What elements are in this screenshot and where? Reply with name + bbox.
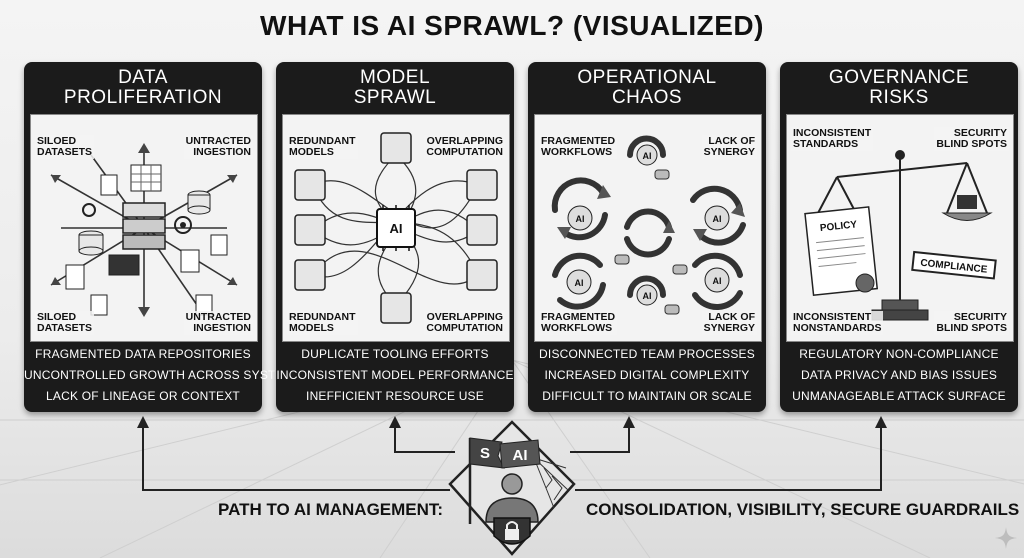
arrow-to-panel-1	[142, 426, 450, 491]
label-line: NONSTANDARDS	[793, 322, 882, 334]
panel-title: DATA PROLIFERATION	[24, 68, 262, 108]
label-inconsistent-standards: INCONSISTENT	[793, 127, 872, 139]
panel-bullets: FRAGMENTED DATA REPOSITORIES UNCONTROLLE…	[24, 344, 303, 407]
bullet-item: UNCONTROLLED GROWTH ACROSS SYSTEMS	[24, 368, 303, 382]
bullet-item: DUPLICATE TOOLING EFFORTS	[301, 347, 489, 361]
ai-shield-label: AI	[513, 447, 528, 464]
bullet-item: DATA PRIVACY AND BIAS ISSUES	[800, 368, 998, 382]
label-security-blind-spots: SECURITY	[953, 311, 1007, 323]
label-line: BLIND SPOTS	[936, 322, 1007, 334]
model-sprawl-illustration: AI REDUNDANT MODELS OVERLAPPING COMPUTAT…	[282, 114, 510, 342]
panel-title-line2: SPRAWL	[353, 87, 437, 108]
label-lack-of-synergy: LACK OF	[708, 311, 755, 323]
label-overlapping-computation: OVERLAPPING	[426, 135, 503, 147]
label-redundant-models: REDUNDANT	[289, 311, 356, 323]
arrow-to-panel-4	[575, 426, 882, 491]
label-line: INGESTION	[193, 322, 251, 334]
ai-shield-icon	[499, 439, 541, 469]
panel-title: OPERATIONAL CHAOS	[528, 68, 766, 108]
ai-cycle-label: AI	[643, 291, 652, 301]
ai-chip-label: AI	[390, 221, 403, 236]
panel-title-line1: MODEL	[359, 67, 431, 88]
scale-of-justice-icon: POLICY COMPLIANCE	[804, 150, 997, 321]
broken-cycles-icon: AI AI AI AI AI AI	[551, 135, 746, 315]
floor-grid	[0, 360, 1024, 558]
path-to-ai-management-value: CONSOLIDATION, VISIBILITY, SECURE GUARDR…	[586, 500, 1020, 519]
label-line: DATASETS	[37, 322, 93, 334]
label-line: MODELS	[289, 146, 334, 158]
sparkle-icon	[995, 527, 1017, 549]
arrow-to-panel-2	[394, 426, 455, 453]
ai-management-emblem: S AI	[448, 420, 576, 556]
panel-title: MODEL SPRAWL	[276, 68, 514, 108]
bullet-item: LACK OF LINEAGE OR CONTEXT	[46, 389, 240, 403]
label-line: MODELS	[289, 322, 334, 334]
panel-title-line1: GOVERNANCE	[828, 67, 970, 88]
operational-chaos-illustration: AI AI AI AI AI AI FRAGMENTED WORKFLOWS L…	[534, 114, 762, 342]
label-line: WORKFLOWS	[541, 322, 613, 334]
label-security-blind-spots: SECURITY	[953, 127, 1007, 139]
label-line: BLIND SPOTS	[936, 138, 1007, 150]
panel-title-line1: OPERATIONAL	[577, 67, 717, 88]
label-line: INGESTION	[193, 146, 251, 158]
label-inconsistent-nonstandards: INCONSISTENT	[793, 311, 872, 323]
panel-governance-risks: GOVERNANCE RISKS POLICY	[780, 62, 1018, 412]
label-untracted-ingestion: UNTRACTED	[185, 135, 251, 147]
panel-operational-chaos: OPERATIONAL CHAOS AI	[528, 62, 766, 412]
label-overlapping-computation: OVERLAPPING	[426, 311, 503, 323]
panel-model-sprawl: MODEL SPRAWL AI REDUNDAN	[276, 62, 514, 412]
ai-cycle-label: AI	[576, 214, 585, 224]
label-siloed-datasets: SILOED	[37, 311, 77, 323]
person-icon	[485, 473, 539, 523]
label-fragmented-workflows: FRAGMENTED	[541, 135, 616, 147]
panel-title: GOVERNANCE RISKS	[780, 68, 1018, 108]
bullet-item: REGULATORY NON-COMPLIANCE	[799, 347, 999, 361]
flag-letter: S	[480, 445, 490, 462]
panel-bullets: DISCONNECTED TEAM PROCESSES INCREASED DI…	[528, 344, 766, 407]
label-lack-of-synergy: LACK OF	[708, 135, 755, 147]
label-line: SYNERGY	[703, 322, 755, 334]
label-line: DATASETS	[37, 146, 93, 158]
label-line: SYNERGY	[703, 146, 755, 158]
label-line: STANDARDS	[793, 138, 859, 150]
label-untracted-ingestion: UNTRACTED	[185, 311, 251, 323]
governance-risks-illustration: POLICY COMPLIANCE INCONSISTENT STANDARDS…	[786, 114, 1014, 342]
panel-bullets: REGULATORY NON-COMPLIANCE DATA PRIVACY A…	[780, 344, 1018, 407]
data-proliferation-illustration: SILOED DATASETS UNTRACTED INGESTION SILO…	[30, 114, 258, 342]
path-to-ai-management-label: PATH TO AI MANAGEMENT:	[218, 500, 444, 519]
label-line: COMPUTATION	[426, 322, 503, 334]
ai-cycle-label: AI	[575, 278, 584, 288]
label-fragmented-workflows: FRAGMENTED	[541, 311, 616, 323]
bullet-item: DISCONNECTED TEAM PROCESSES	[539, 347, 755, 361]
arrow-to-panel-3	[570, 426, 630, 453]
bullet-item: INEFFICIENT RESOURCE USE	[306, 389, 484, 403]
ai-cycle-label: AI	[713, 214, 722, 224]
page-title: WHAT IS AI SPRAWL? (VISUALIZED)	[260, 10, 764, 41]
policy-document-label: POLICY	[819, 219, 858, 234]
panel-data-proliferation: DATA PROLIFERATION	[24, 62, 303, 412]
label-line: WORKFLOWS	[541, 146, 613, 158]
ai-cycle-label: AI	[713, 276, 722, 286]
label-siloed-datasets: SILOED	[37, 135, 77, 147]
bullet-item: INCREASED DIGITAL COMPLEXITY	[544, 368, 750, 382]
panel-title-line1: DATA	[118, 67, 168, 88]
padlock-icon	[505, 521, 519, 540]
bullet-item: DIFFICULT TO MAINTAIN OR SCALE	[542, 389, 752, 403]
seal-icon	[855, 273, 875, 293]
panel-bullets: DUPLICATE TOOLING EFFORTS INCONSISTENT M…	[276, 344, 514, 407]
label-line: COMPUTATION	[426, 146, 503, 158]
bullet-item: INCONSISTENT MODEL PERFORMANCE	[276, 368, 514, 382]
ai-cycle-label: AI	[643, 151, 652, 161]
data-sprawl-icon	[50, 143, 238, 317]
label-redundant-models: REDUNDANT	[289, 135, 356, 147]
panel-title-line2: CHAOS	[611, 87, 683, 108]
bullet-item: UNMANAGEABLE ATTACK SURFACE	[792, 389, 1006, 403]
model-network-icon: AI	[294, 132, 498, 324]
panel-title-line2: RISKS	[869, 87, 929, 108]
bullet-item: FRAGMENTED DATA REPOSITORIES	[35, 347, 251, 361]
panel-title-line2: PROLIFERATION	[63, 87, 223, 108]
